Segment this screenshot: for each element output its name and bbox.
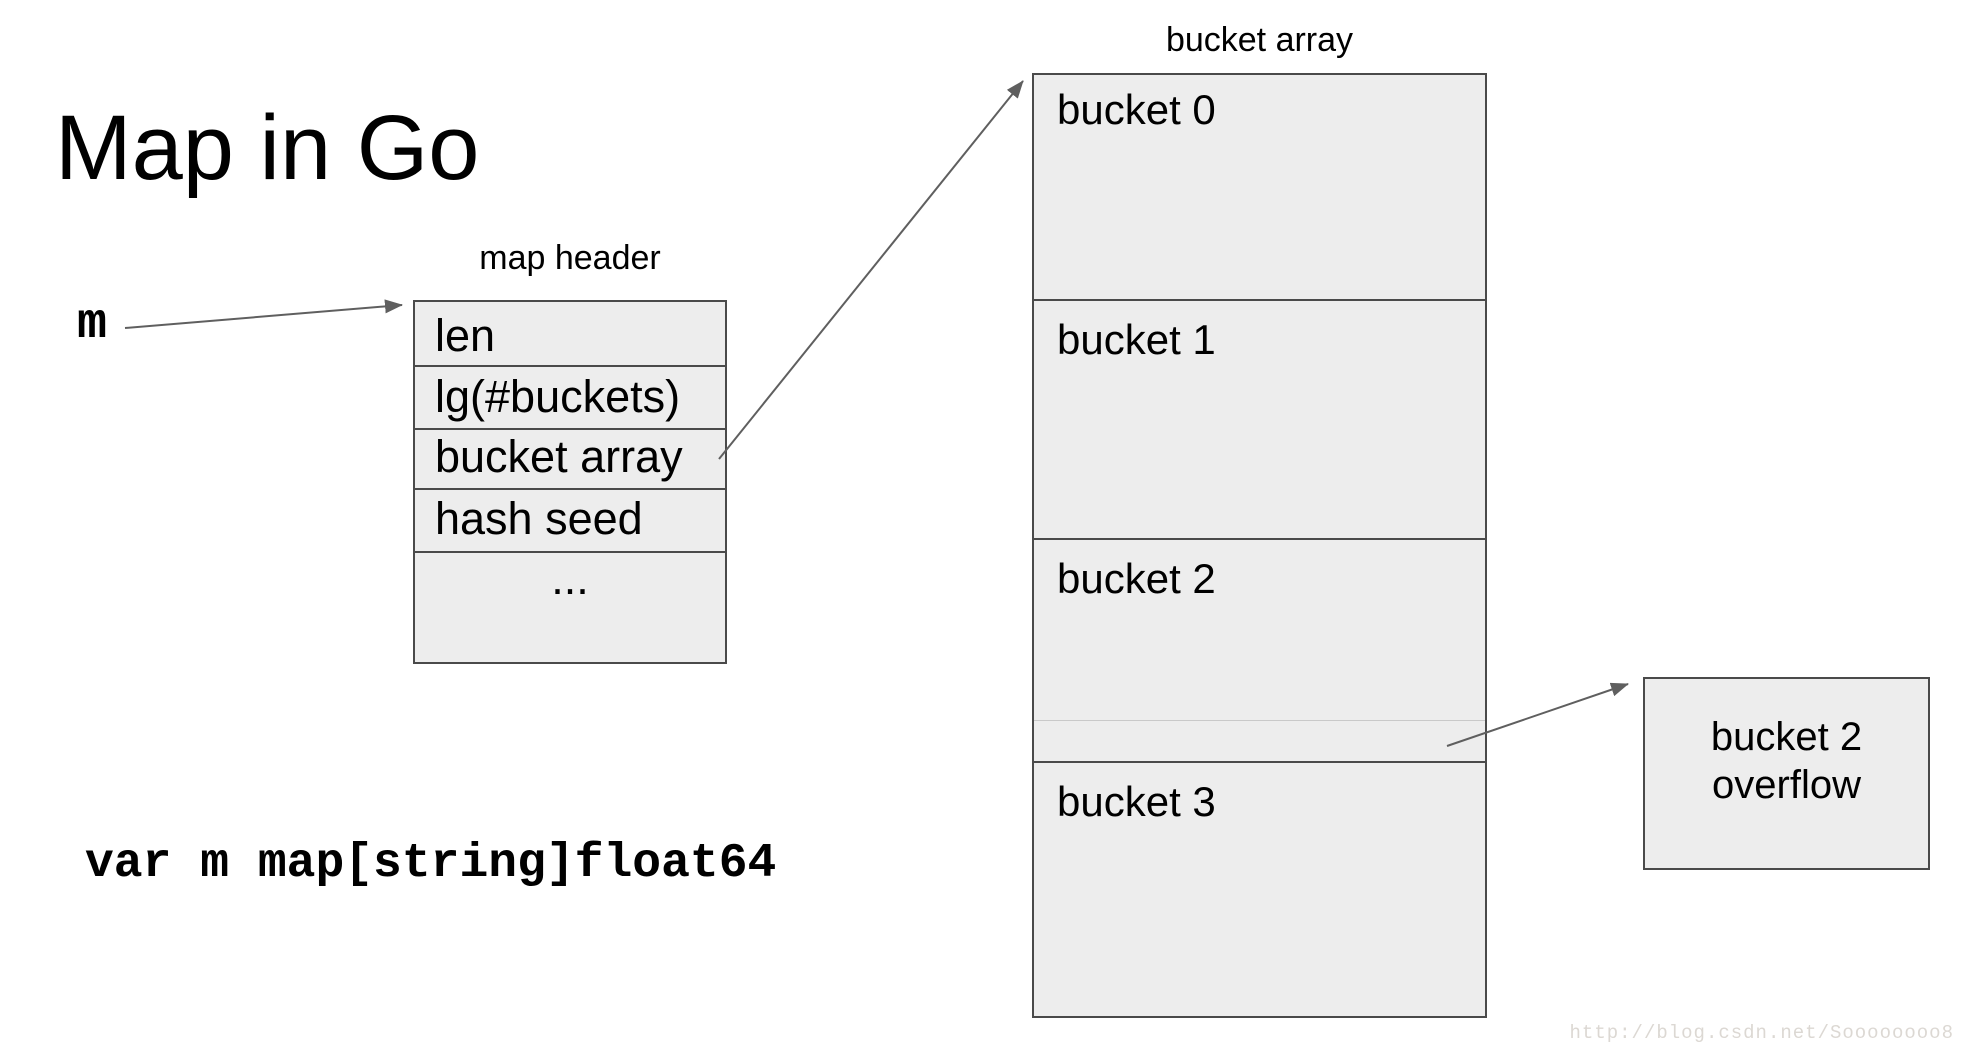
bucket-array-caption: bucket array <box>1165 21 1354 59</box>
code-declaration: var m map[string]float64 <box>85 837 777 891</box>
map-header-field-lg-buckets: lg(#buckets) <box>435 371 681 422</box>
bucket-divider <box>1034 538 1485 540</box>
page-title: Map in Go <box>55 97 480 199</box>
map-header-field-ellipsis: ... <box>551 553 589 604</box>
map-header-row-divider <box>415 551 725 553</box>
bucket-1-label: bucket 1 <box>1057 316 1216 363</box>
bucket-0-label: bucket 0 <box>1057 86 1216 133</box>
map-header-field-hash-seed: hash seed <box>435 493 643 544</box>
bucket-2-overflow-box: bucket 2 overflow <box>1643 677 1930 870</box>
map-header-field-len: len <box>435 310 496 361</box>
bucket-3-label: bucket 3 <box>1057 778 1216 825</box>
arrow-header-to-bucket-array <box>718 80 1024 460</box>
overflow-label-line2: overflow <box>1712 763 1861 807</box>
bucket-divider <box>1034 299 1485 301</box>
bucket-2-overflow-label: bucket 2 overflow <box>1645 713 1928 809</box>
map-header-row-divider <box>415 428 725 430</box>
arrow-m-to-map-header <box>124 299 403 329</box>
map-header-row-divider <box>415 365 725 367</box>
overflow-label-line1: bucket 2 <box>1710 715 1863 759</box>
watermark-url: http://blog.csdn.net/Soooooooo8 <box>1569 1022 1954 1044</box>
bucket-divider <box>1034 761 1485 763</box>
map-header-field-bucket-array: bucket array <box>435 431 683 482</box>
bucket-2-label: bucket 2 <box>1057 555 1216 602</box>
bucket-array-box: bucket 0 bucket 1 bucket 2 bucket 3 <box>1032 73 1487 1018</box>
map-variable-label: m <box>77 296 108 353</box>
overflow-pointer-slot-divider <box>1034 720 1485 721</box>
map-header-caption: map header <box>479 239 661 277</box>
map-header-box: len lg(#buckets) bucket array hash seed … <box>413 300 727 664</box>
map-header-row-divider <box>415 488 725 490</box>
